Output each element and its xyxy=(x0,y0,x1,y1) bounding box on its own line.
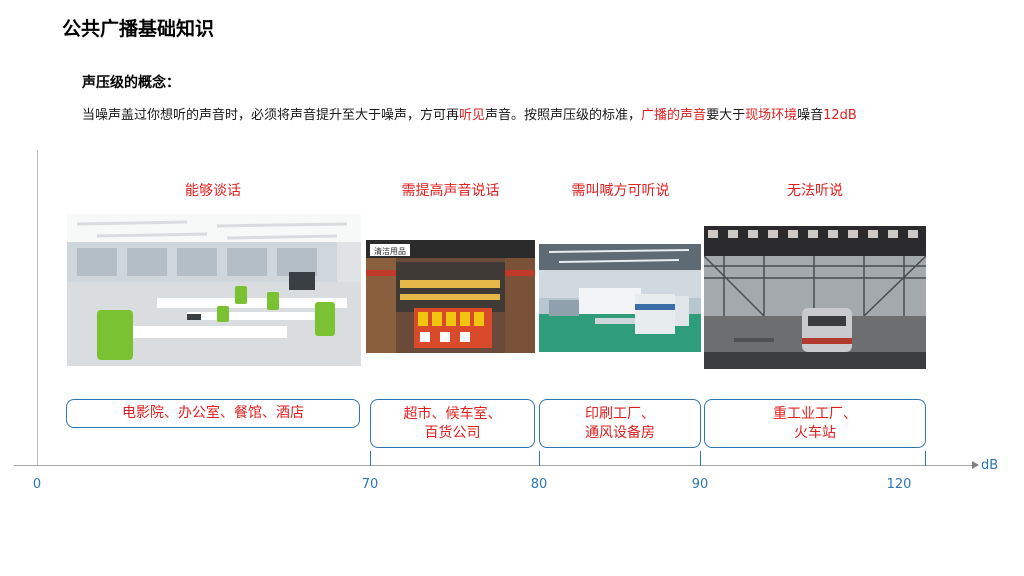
axis-tick-80 xyxy=(539,451,540,466)
axis-tick-label: 80 xyxy=(530,477,548,492)
scene-text: 电影院、办公室、餐馆、酒店 xyxy=(122,405,304,421)
desc-part-1: 当噪声盖过你想听的声音时，必须将声音提升至大于噪声，方可再 xyxy=(82,108,460,123)
axis-tick-label: 70 xyxy=(361,477,379,492)
scene-text-line2: 火车站 xyxy=(794,424,836,441)
page-title: 公共广播基础知识 xyxy=(62,18,215,40)
axis-tick-label: 0 xyxy=(32,477,42,492)
desc-part-4: 噪音 xyxy=(797,108,824,123)
axis-tick-120 xyxy=(925,451,926,466)
desc-highlight-1: 听见 xyxy=(459,108,486,123)
axis-tick-70 xyxy=(370,451,371,466)
db-axis-line xyxy=(14,465,974,466)
office-photo xyxy=(67,214,361,366)
axis-arrow-icon xyxy=(972,461,979,469)
printing-factory-photo xyxy=(539,244,701,352)
desc-highlight-3: 现场环境 xyxy=(745,108,798,123)
scene-text-line2: 百货公司 xyxy=(424,424,481,441)
scene-box-raise-voice: 超市、候车室、 百货公司 xyxy=(370,399,535,448)
scene-box-conversation: 电影院、办公室、餐馆、酒店 xyxy=(66,399,360,428)
desc-highlight-4: 12dB xyxy=(823,108,857,123)
scene-box-shout: 印刷工厂、 通风设备房 xyxy=(539,399,701,448)
scene-text-line1: 超市、候车室、 xyxy=(403,405,502,422)
concept-description: 当噪声盖过你想听的声音时，必须将声音提升至大于噪声，方可再听见声音。按照声压级的… xyxy=(82,104,1017,123)
category-label-cannot-hear: 无法听说 xyxy=(787,183,843,199)
supermarket-sign-text: 清洁用品 xyxy=(374,246,406,256)
category-label-conversation: 能够谈话 xyxy=(185,183,241,199)
scene-text-line2: 通风设备房 xyxy=(585,424,655,441)
scene-text-line1: 重工业工厂、 xyxy=(773,405,857,422)
axis-tick-label: 120 xyxy=(886,477,912,492)
desc-part-2: 声音。按照声压级的标准， xyxy=(485,108,642,123)
desc-part-3: 要大于 xyxy=(706,108,746,123)
axis-unit-label: dB xyxy=(981,458,999,473)
train-station-photo xyxy=(704,226,926,369)
desc-highlight-2: 广播的声音 xyxy=(641,108,707,123)
axis-tick-90 xyxy=(700,451,701,466)
category-label-raise-voice: 需提高声音说话 xyxy=(401,183,500,199)
concept-heading: 声压级的概念： xyxy=(82,75,180,91)
vertical-axis-line xyxy=(37,150,38,466)
scene-box-cannot-hear: 重工业工厂、 火车站 xyxy=(704,399,926,448)
supermarket-photo: 清洁用品 xyxy=(366,240,535,353)
scene-text-line1: 印刷工厂、 xyxy=(585,405,655,422)
axis-tick-label: 90 xyxy=(691,477,709,492)
category-label-shout: 需叫喊方可听说 xyxy=(571,183,670,199)
